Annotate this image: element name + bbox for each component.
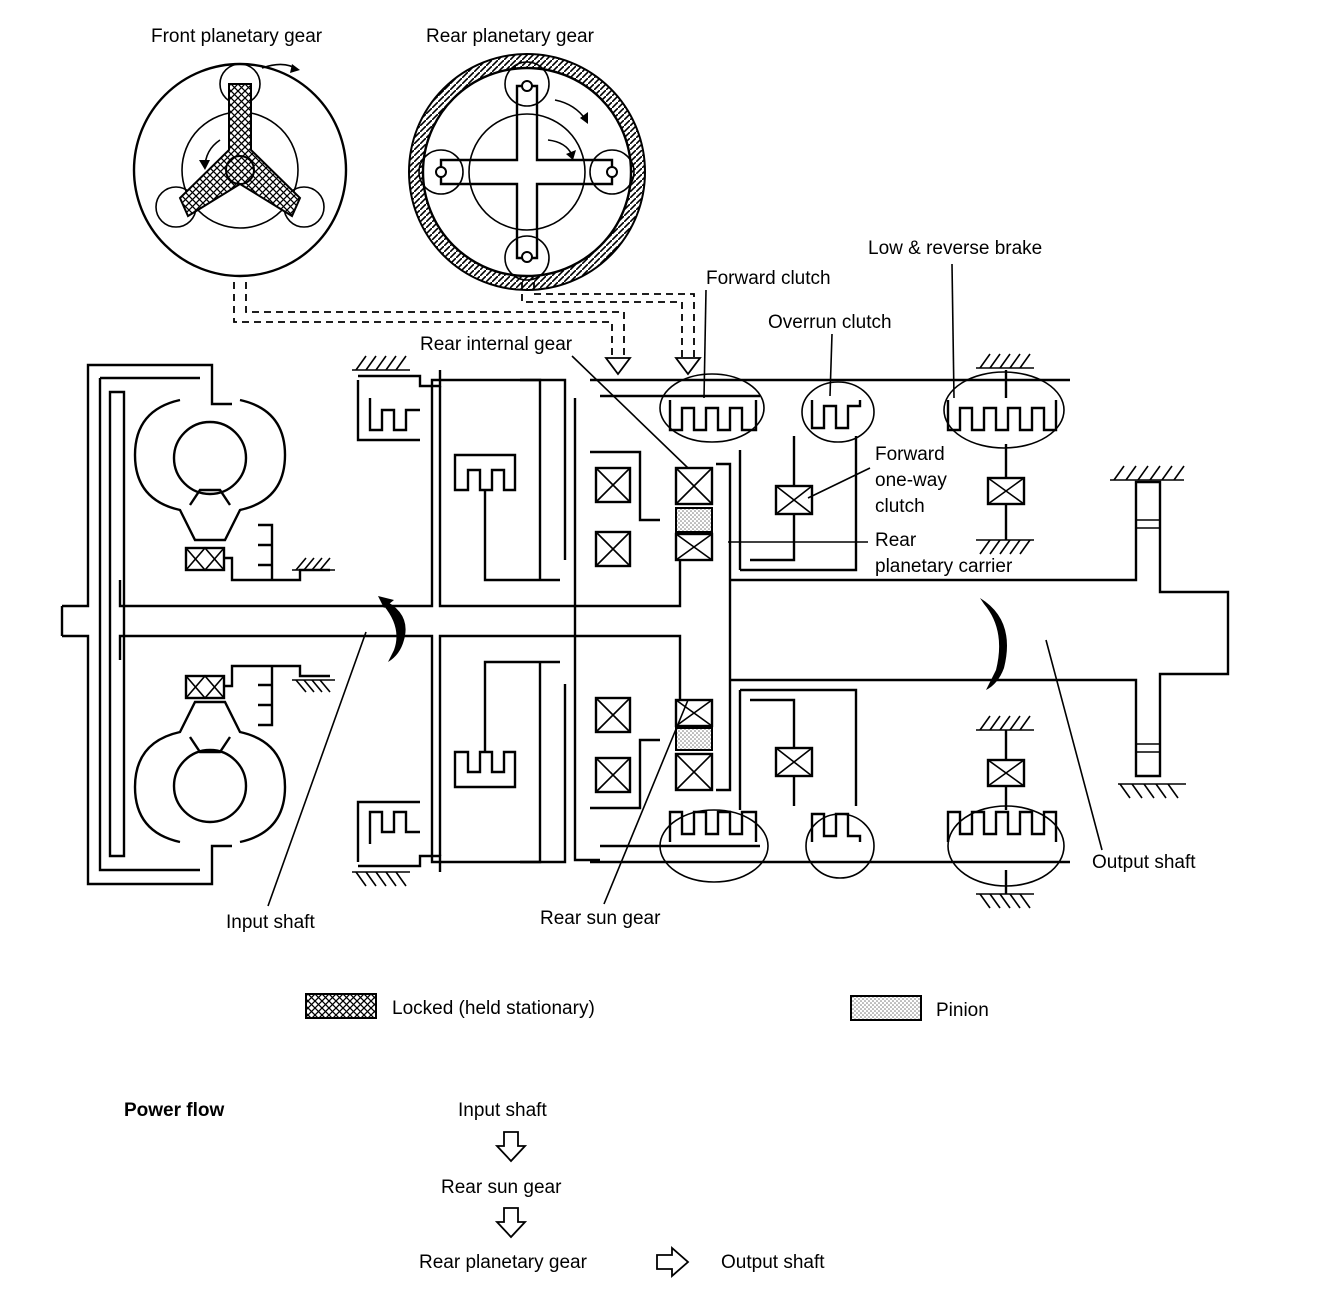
legend-locked-swatch	[305, 993, 377, 1019]
power-flow-title: Power flow	[124, 1100, 225, 1121]
label-forward-one-way-clutch-line2: one-way	[875, 470, 947, 491]
right-arrow-icon	[656, 1246, 690, 1278]
legend-pinion-label: Pinion	[936, 1000, 989, 1021]
down-arrow-icon	[494, 1131, 528, 1163]
label-low-reverse-brake: Low & reverse brake	[868, 238, 1042, 259]
legend: Locked (held stationary) Pinion	[305, 993, 989, 1021]
label-rear-planetary-carrier-line2: planetary carrier	[875, 556, 1013, 577]
label-forward-one-way-clutch-line1: Forward	[875, 444, 945, 465]
rear-planetary-gear-view	[408, 53, 646, 291]
power-flow: Power flow Input shaft Rear sun gear Rea…	[124, 1100, 825, 1278]
label-rear-planetary-carrier-line1: Rear	[875, 530, 917, 551]
label-rear-sun-gear: Rear sun gear	[540, 908, 661, 929]
transmission-cross-section	[60, 353, 1230, 909]
legend-pinion-swatch	[850, 995, 922, 1021]
label-forward-one-way-clutch-line3: clutch	[875, 496, 925, 517]
power-flow-step-input-shaft: Input shaft	[458, 1100, 547, 1121]
leader-lines	[267, 263, 1103, 907]
legend-locked-label: Locked (held stationary)	[392, 998, 595, 1019]
label-front-planetary-gear: Front planetary gear	[151, 26, 323, 47]
power-flow-step-rear-sun-gear: Rear sun gear	[441, 1177, 562, 1198]
label-rear-internal-gear: Rear internal gear	[420, 334, 573, 355]
power-flow-step-rear-planetary-gear: Rear planetary gear	[419, 1252, 588, 1273]
dashed-leader-arrows	[233, 282, 702, 376]
label-output-shaft: Output shaft	[1092, 852, 1196, 873]
label-input-shaft: Input shaft	[226, 912, 315, 933]
power-flow-step-output-shaft: Output shaft	[721, 1252, 825, 1273]
down-arrow-icon	[494, 1207, 528, 1239]
label-forward-clutch: Forward clutch	[706, 268, 831, 289]
diagram-labels: Front planetary gear Rear planetary gear…	[151, 26, 1196, 933]
label-overrun-clutch: Overrun clutch	[768, 312, 892, 333]
front-planetary-gear-view	[132, 62, 348, 278]
label-rear-planetary-gear: Rear planetary gear	[426, 26, 595, 47]
